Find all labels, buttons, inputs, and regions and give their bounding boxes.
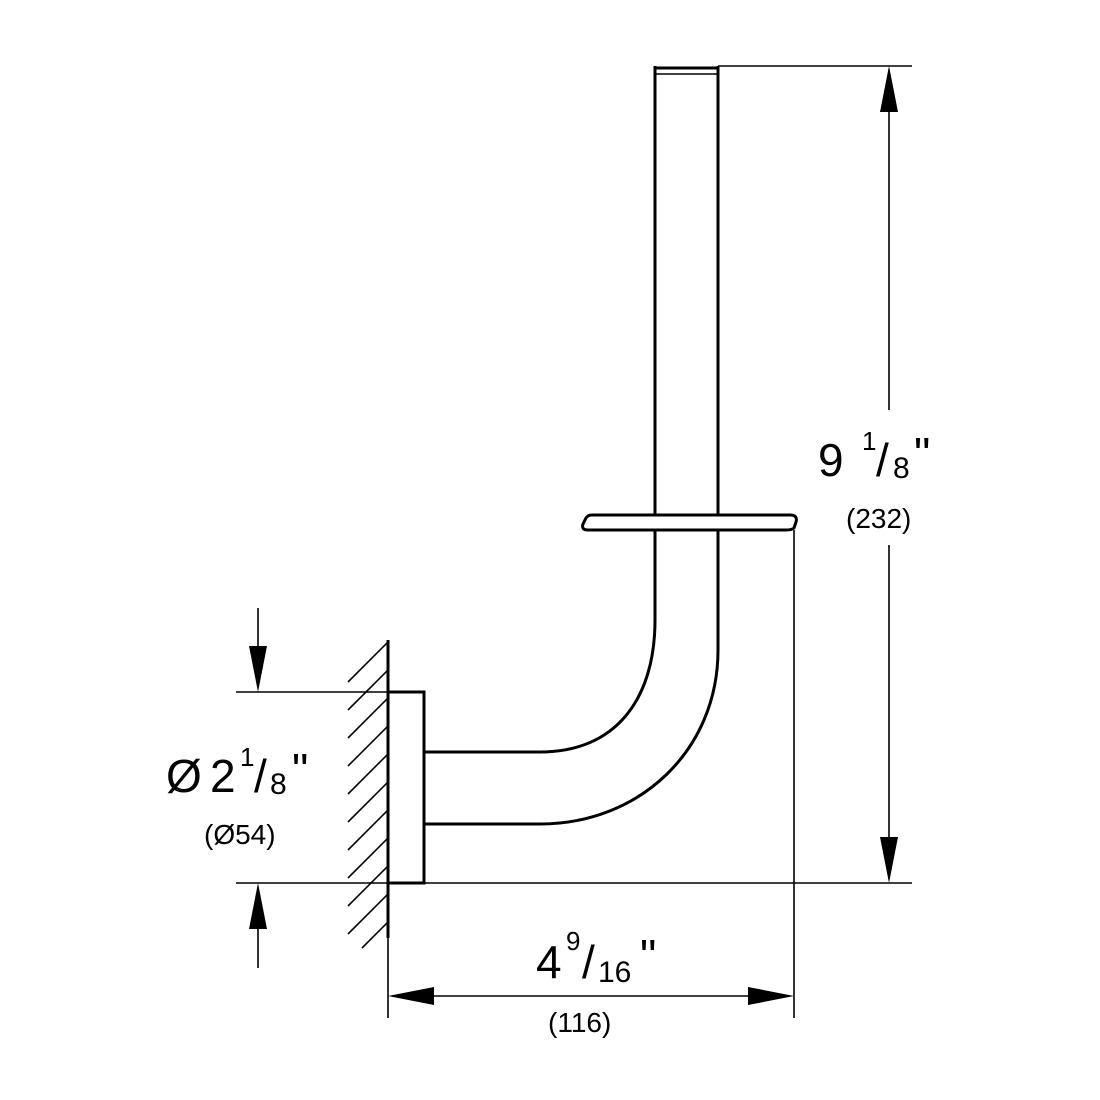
diameter-fraction-slash: / <box>254 750 267 802</box>
arm-lower-edge <box>424 530 720 826</box>
height-metric: (232) <box>846 503 911 534</box>
diameter-dimension-line <box>249 608 267 968</box>
height-inch-mark: " <box>914 428 930 480</box>
depth-numerator: 9 <box>566 926 580 956</box>
depth-arrow-right <box>748 987 794 1005</box>
height-fraction-slash: / <box>876 434 889 486</box>
diameter-numerator: 1 <box>240 742 254 772</box>
wall-flange <box>386 690 426 885</box>
depth-dimension-line <box>388 987 794 1005</box>
height-arrow-top <box>880 66 898 112</box>
diameter-denominator: 8 <box>270 768 287 801</box>
diameter-dimension-label: Ø 2 1 / 8 " (Ø54) <box>166 742 308 850</box>
wall-hatching <box>347 641 389 949</box>
diameter-metric: (Ø54) <box>204 819 276 850</box>
diameter-arrow-bottom <box>249 883 267 929</box>
depth-whole: 4 <box>536 936 562 988</box>
diameter-whole: 2 <box>210 750 236 802</box>
arm-upper-edge <box>424 530 657 754</box>
depth-fraction-slash: / <box>582 936 595 988</box>
height-whole: 9 <box>818 434 844 486</box>
shelf-plate <box>581 513 798 532</box>
height-numerator: 1 <box>862 426 876 456</box>
diameter-inch-mark: " <box>292 744 308 796</box>
depth-dimension-label: 4 9 / 16 " (116) <box>536 926 656 1038</box>
height-denominator: 8 <box>893 452 910 485</box>
wall <box>347 640 390 949</box>
diameter-symbol: Ø <box>166 750 202 802</box>
depth-arrow-left <box>388 987 434 1005</box>
depth-inch-mark: " <box>640 930 656 982</box>
height-dimension-line <box>880 66 898 883</box>
height-dimension-label: 9 1 / 8 " (232) <box>818 426 930 534</box>
height-arrow-bottom <box>880 837 898 883</box>
diameter-arrow-top <box>249 646 267 692</box>
extension-lines <box>236 65 912 1018</box>
depth-metric: (116) <box>548 1007 611 1038</box>
holder-outline <box>386 66 798 885</box>
depth-denominator: 16 <box>598 956 631 989</box>
